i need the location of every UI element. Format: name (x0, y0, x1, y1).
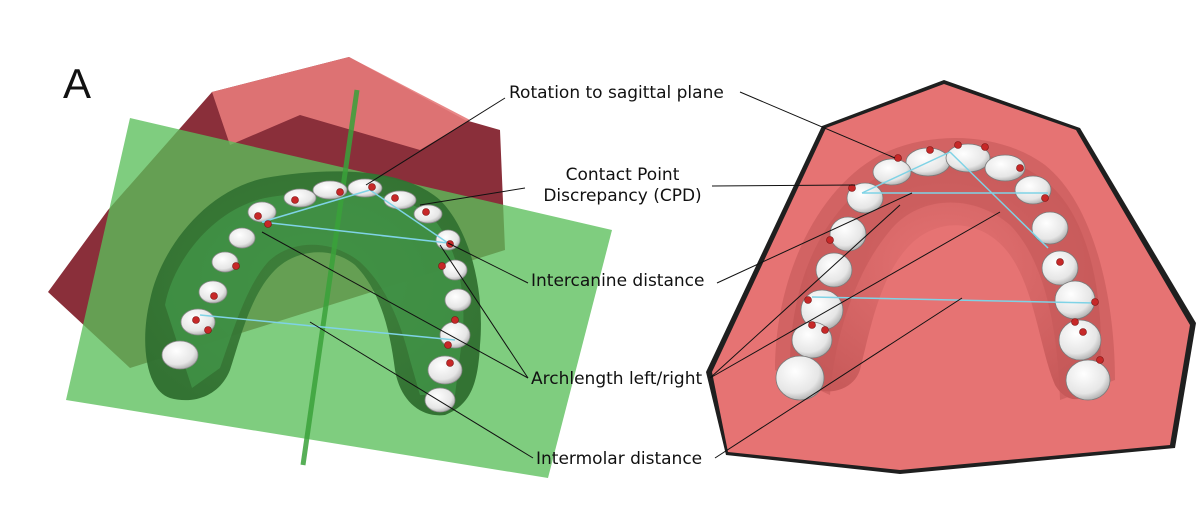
left-model-panel (48, 57, 612, 478)
label-intercanine: Intercanine distance (531, 271, 705, 291)
landmarks-right (804, 141, 1104, 364)
label-cpd: Contact Point Discrepancy (CPD) (530, 165, 715, 207)
leader-lines (261, 91, 1001, 459)
sagittal-axis (300, 89, 360, 466)
measure-lines-left (199, 189, 456, 341)
measure-lines-right (811, 151, 1096, 304)
label-cpd-line2: Discrepancy (CPD) (543, 186, 702, 206)
label-archlength: Archlength left/right (531, 369, 703, 389)
model-base-top (212, 57, 470, 150)
label-rotation-sagittal: Rotation to sagittal plane (509, 83, 724, 103)
label-intermolar: Intermolar distance (536, 449, 703, 469)
right-model-panel (706, 80, 1196, 474)
label-cpd-line1: Contact Point (565, 165, 680, 185)
panel-label: A (63, 60, 92, 107)
teeth-right (775, 143, 1111, 401)
landmarks-left (192, 183, 459, 367)
